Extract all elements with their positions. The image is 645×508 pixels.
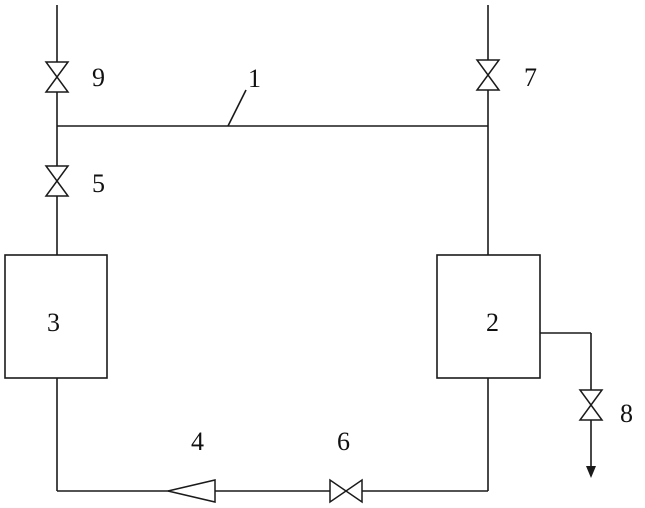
label-valve-7: 7	[524, 63, 537, 92]
label-valve-9: 9	[92, 63, 105, 92]
valve-8-icon	[580, 390, 602, 420]
label-unit-3: 3	[47, 308, 60, 337]
valve-6-icon	[330, 480, 362, 502]
label-valve-6: 6	[337, 427, 350, 456]
pump-4-icon	[168, 480, 215, 502]
drain-arrow-icon	[586, 466, 596, 478]
label-1: 1	[248, 64, 261, 93]
label-valve-5: 5	[92, 169, 105, 198]
label-valve-8: 8	[620, 399, 633, 428]
label-pump-4: 4	[191, 427, 204, 456]
valve-5-icon	[46, 166, 68, 196]
leader-line-1	[228, 90, 246, 126]
valve-9-icon	[46, 62, 68, 92]
label-unit-2: 2	[486, 308, 499, 337]
valve-7-icon	[477, 60, 499, 90]
